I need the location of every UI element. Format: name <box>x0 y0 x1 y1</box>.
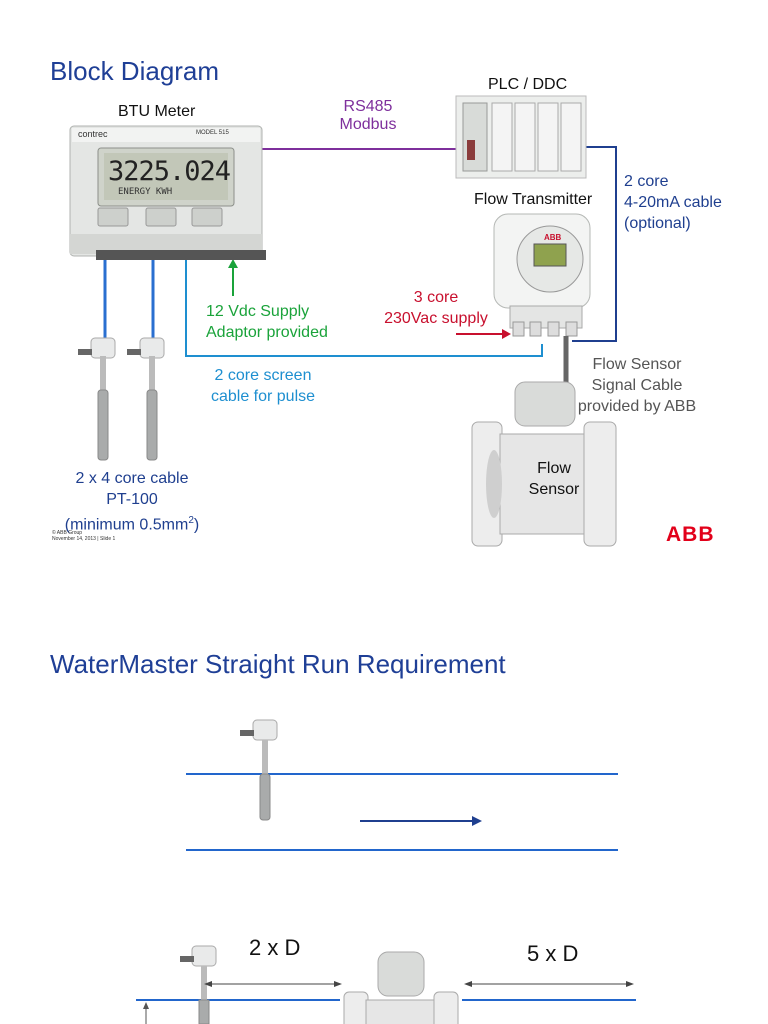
pulse-cable-label: 2 core screen cable for pulse <box>200 365 326 407</box>
downstream-length-label: 5 x D <box>527 941 579 966</box>
analog-cable-line3: (optional) <box>624 215 691 232</box>
flow-transmitter-device <box>493 213 591 337</box>
btu-meter-label: BTU Meter <box>118 103 196 120</box>
flow-sensor-device <box>471 381 617 547</box>
btu-meter-display: 3225.024 <box>108 156 231 187</box>
pulse-cable-line <box>185 256 543 357</box>
footer-line1: © ABB Group <box>52 530 83 536</box>
btu-meter-display-sub: ENERGY KWH <box>118 187 173 197</box>
pt100-line1: 2 x 4 core cable <box>75 470 189 487</box>
supply-230v-line2: 230Vac supply <box>384 310 488 327</box>
sensor-cable-line1: Flow Sensor <box>592 356 682 373</box>
page-title: Block Diagram <box>50 56 220 86</box>
analog-cable-line <box>572 146 617 342</box>
sensor-cable-line2: Signal Cable <box>591 377 683 394</box>
btu-meter-model: MODEL 515 <box>196 130 229 136</box>
supply-12v-line1: 12 Vdc Supply <box>206 303 310 320</box>
rs485-label: RS485 Modbus <box>333 98 403 134</box>
pt100-label: 2 x 4 core cable PT-100 (minimum 0.5mm2) <box>52 468 212 535</box>
btu-meter-device <box>69 125 266 260</box>
sensor-cable-label: Flow Sensor Signal Cable provided by ABB <box>566 354 708 417</box>
flow-transmitter-brand: ABB <box>544 233 562 242</box>
upstream-length-label: 2 x D <box>249 935 301 960</box>
flow-sensor-line1: Flow <box>537 460 571 477</box>
flow-sensor-device-2 <box>343 951 459 1024</box>
pulse-cable-line1: 2 core screen <box>214 367 312 384</box>
abb-logo: ABB <box>666 523 715 546</box>
slide-footer: © ABB Group November 14, 2013 | Slide 1 <box>52 530 115 542</box>
analog-cable-line2: 4-20mA cable <box>624 194 722 211</box>
btu-meter-brand: contrec <box>78 129 108 139</box>
temp-probe-insert <box>240 719 278 821</box>
rs485-line1: RS485 <box>343 98 393 115</box>
plc-device <box>455 95 587 179</box>
supply-230v-label: 3 core 230Vac supply <box>372 287 500 329</box>
pt100-line3: (minimum 0.5mm2) <box>64 515 200 534</box>
pt100-line2: PT-100 <box>106 491 158 508</box>
supply-230v-line1: 3 core <box>413 289 459 306</box>
flow-sensor-line2: Sensor <box>528 481 580 498</box>
pulse-cable-line2: cable for pulse <box>210 388 316 405</box>
sensor-cable-line3: provided by ABB <box>577 398 697 415</box>
flow-sensor-label: Flow Sensor <box>518 458 590 500</box>
analog-cable-line1: 2 core <box>624 173 669 190</box>
analog-cable-label: 2 core 4-20mA cable (optional) <box>624 171 722 234</box>
supply-12v-line2: Adaptor provided <box>206 324 328 341</box>
plc-label: PLC / DDC <box>488 76 568 93</box>
pt100-probe-2 <box>127 337 165 461</box>
footer-line2: November 14, 2013 | Slide 1 <box>52 536 116 542</box>
pt100-probe-1 <box>78 337 116 461</box>
section-title: WaterMaster Straight Run Requirement <box>50 649 506 679</box>
temp-probe-insert-2 <box>180 945 217 1024</box>
rs485-line2: Modbus <box>339 116 397 133</box>
supply-12v-label: 12 Vdc Supply Adaptor provided <box>206 301 328 343</box>
flow-transmitter-label: Flow Transmitter <box>474 191 593 208</box>
